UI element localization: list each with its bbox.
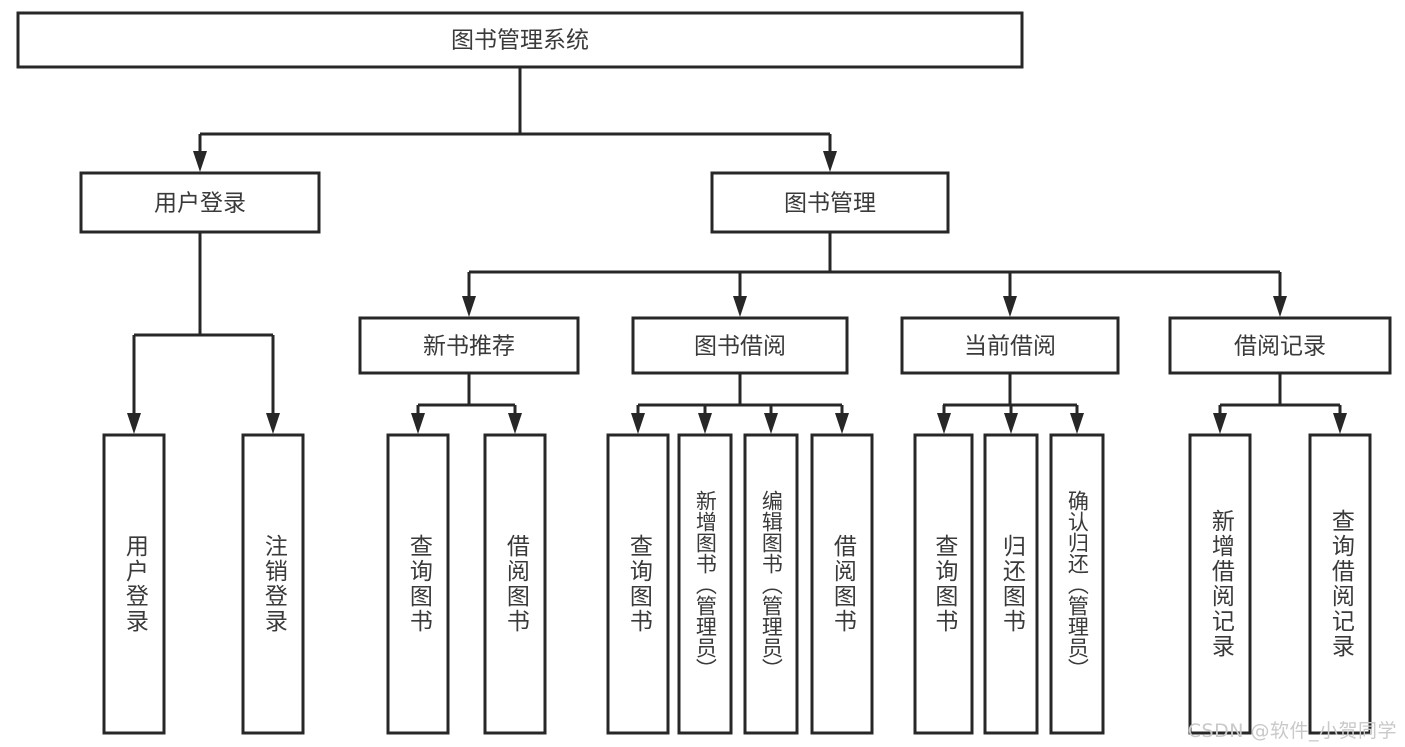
- node-box-leaf-borrow-book-1[interactable]: [483, 433, 547, 735]
- node-label-book-borrow: 图书借阅: [694, 334, 786, 360]
- arrow-head-icon: [937, 413, 951, 434]
- node-box-leaf-user-logout[interactable]: [241, 433, 305, 735]
- node-box-leaf-edit-book[interactable]: [743, 433, 799, 735]
- node-box-leaf-query-book-1[interactable]: [386, 433, 450, 735]
- arrow-head-icon: [411, 413, 425, 434]
- node-box-leaf-add-record[interactable]: [1188, 433, 1252, 735]
- node-box-leaf-query-book-2[interactable]: [606, 433, 670, 735]
- arrow-head-icon: [193, 151, 207, 172]
- node-box-user-login[interactable]: [79, 171, 321, 234]
- node-label-borrow-record: 借阅记录: [1234, 334, 1326, 360]
- arrow-head-icon: [698, 413, 712, 434]
- watermark-text: CSDN @软件_小贺同学: [1187, 720, 1397, 742]
- node-box-borrow-record[interactable]: [1168, 316, 1392, 375]
- arrow-head-icon: [764, 413, 778, 434]
- arrow-head-icon: [1333, 413, 1347, 434]
- arrow-head-icon: [1213, 413, 1227, 434]
- node-box-leaf-borrow-book-2[interactable]: [810, 433, 874, 735]
- node-label-user-login: 用户登录: [154, 191, 246, 217]
- node-label-new-book-recommend: 新书推荐: [423, 334, 515, 360]
- arrow-head-icon: [835, 413, 849, 434]
- node-box-leaf-confirm-return[interactable]: [1049, 433, 1105, 735]
- node-box-current-borrow[interactable]: [900, 316, 1120, 375]
- arrow-head-icon: [462, 296, 476, 317]
- arrow-head-icon: [1273, 296, 1287, 317]
- node-box-book-borrow[interactable]: [631, 316, 849, 375]
- boxes-layer: [16, 11, 1392, 735]
- node-box-leaf-query-record[interactable]: [1308, 433, 1372, 735]
- node-box-book-manage[interactable]: [710, 171, 950, 234]
- node-box-new-book-recommend[interactable]: [358, 316, 580, 375]
- node-label-book-manage: 图书管理: [784, 191, 876, 217]
- arrow-head-icon: [127, 413, 141, 434]
- node-box-leaf-add-book[interactable]: [677, 433, 733, 735]
- node-box-leaf-user-login[interactable]: [102, 433, 166, 735]
- node-label-root: 图书管理系统: [451, 28, 589, 54]
- node-box-leaf-return-book[interactable]: [983, 433, 1039, 735]
- arrow-head-icon: [823, 151, 837, 172]
- arrow-head-icon: [508, 413, 522, 434]
- arrow-head-icon: [1003, 296, 1017, 317]
- arrow-head-icon: [631, 413, 645, 434]
- node-label-current-borrow: 当前借阅: [964, 334, 1056, 360]
- arrow-head-icon: [1070, 413, 1084, 434]
- node-box-root[interactable]: [16, 11, 1024, 69]
- arrow-head-icon: [733, 296, 747, 317]
- arrow-head-icon: [266, 413, 280, 434]
- node-box-leaf-query-book-3[interactable]: [913, 433, 974, 735]
- arrow-head-icon: [1004, 413, 1018, 434]
- connectors-layer: [127, 67, 1347, 434]
